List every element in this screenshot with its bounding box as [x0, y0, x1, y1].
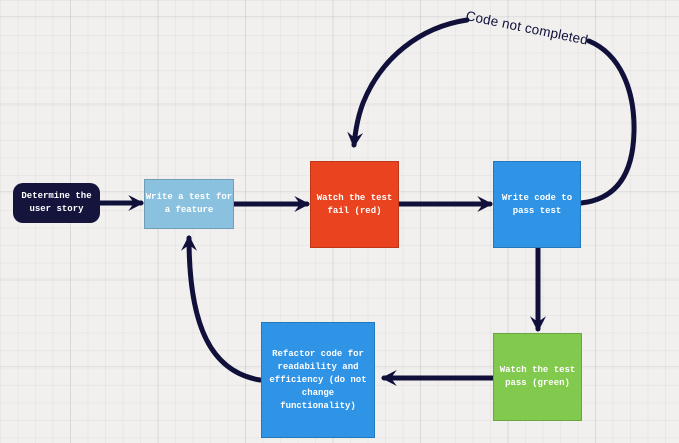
node-label-watch-test-fail: Watch the test fail (red) — [316, 192, 393, 216]
node-write-test[interactable]: Write a test for a feature — [144, 179, 234, 229]
node-determine-user-story[interactable]: Determine the user story — [13, 183, 100, 223]
node-refactor-code[interactable]: Refactor code for readability and effici… — [261, 322, 375, 438]
node-label-refactor-code: Refactor code for readability and effici… — [269, 348, 367, 411]
connector-loop-left-segment[interactable] — [347, 17, 470, 148]
node-label-write-code: Write code to pass test — [501, 192, 573, 216]
connector-loop-right-segment[interactable] — [578, 38, 637, 206]
node-label-write-test: Write a test for a feature — [145, 192, 233, 215]
node-label-watch-test-pass: Watch the test pass (green) — [499, 365, 576, 388]
node-watch-test-fail[interactable]: Watch the test fail (red) — [310, 161, 399, 248]
node-watch-test-pass[interactable]: Watch the test pass (green) — [493, 333, 582, 421]
node-label-determine-user-story: Determine the user story — [21, 191, 92, 214]
node-write-code[interactable]: Write code to pass test — [493, 161, 581, 248]
connector-refactor-to-write-test[interactable] — [181, 235, 263, 383]
